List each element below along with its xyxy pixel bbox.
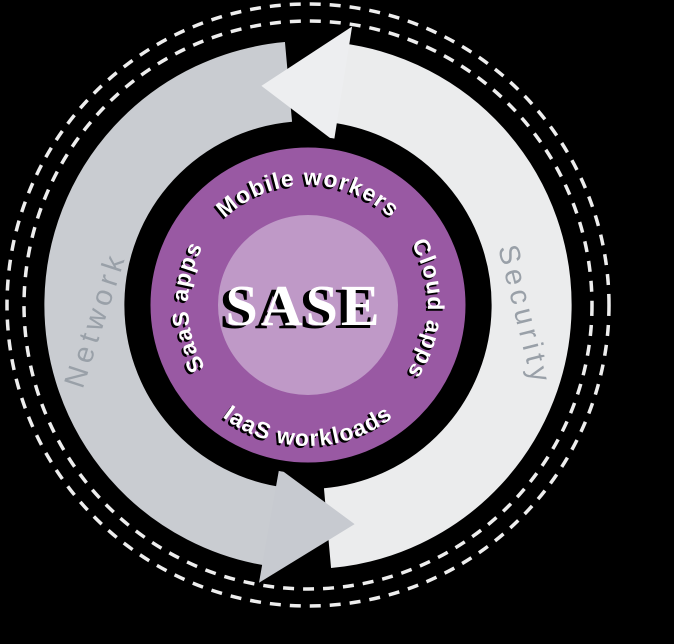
outer-dashed-circle	[5, 2, 611, 608]
network-arc	[44, 42, 293, 567]
security-arrowhead-icon	[261, 26, 353, 141]
sase-inner-circle	[218, 215, 398, 395]
inner-dashed-circle	[22, 19, 594, 591]
security-arc	[323, 43, 572, 568]
sase-center-label: SASE	[225, 273, 382, 338]
network-arrowhead-icon	[259, 468, 355, 583]
